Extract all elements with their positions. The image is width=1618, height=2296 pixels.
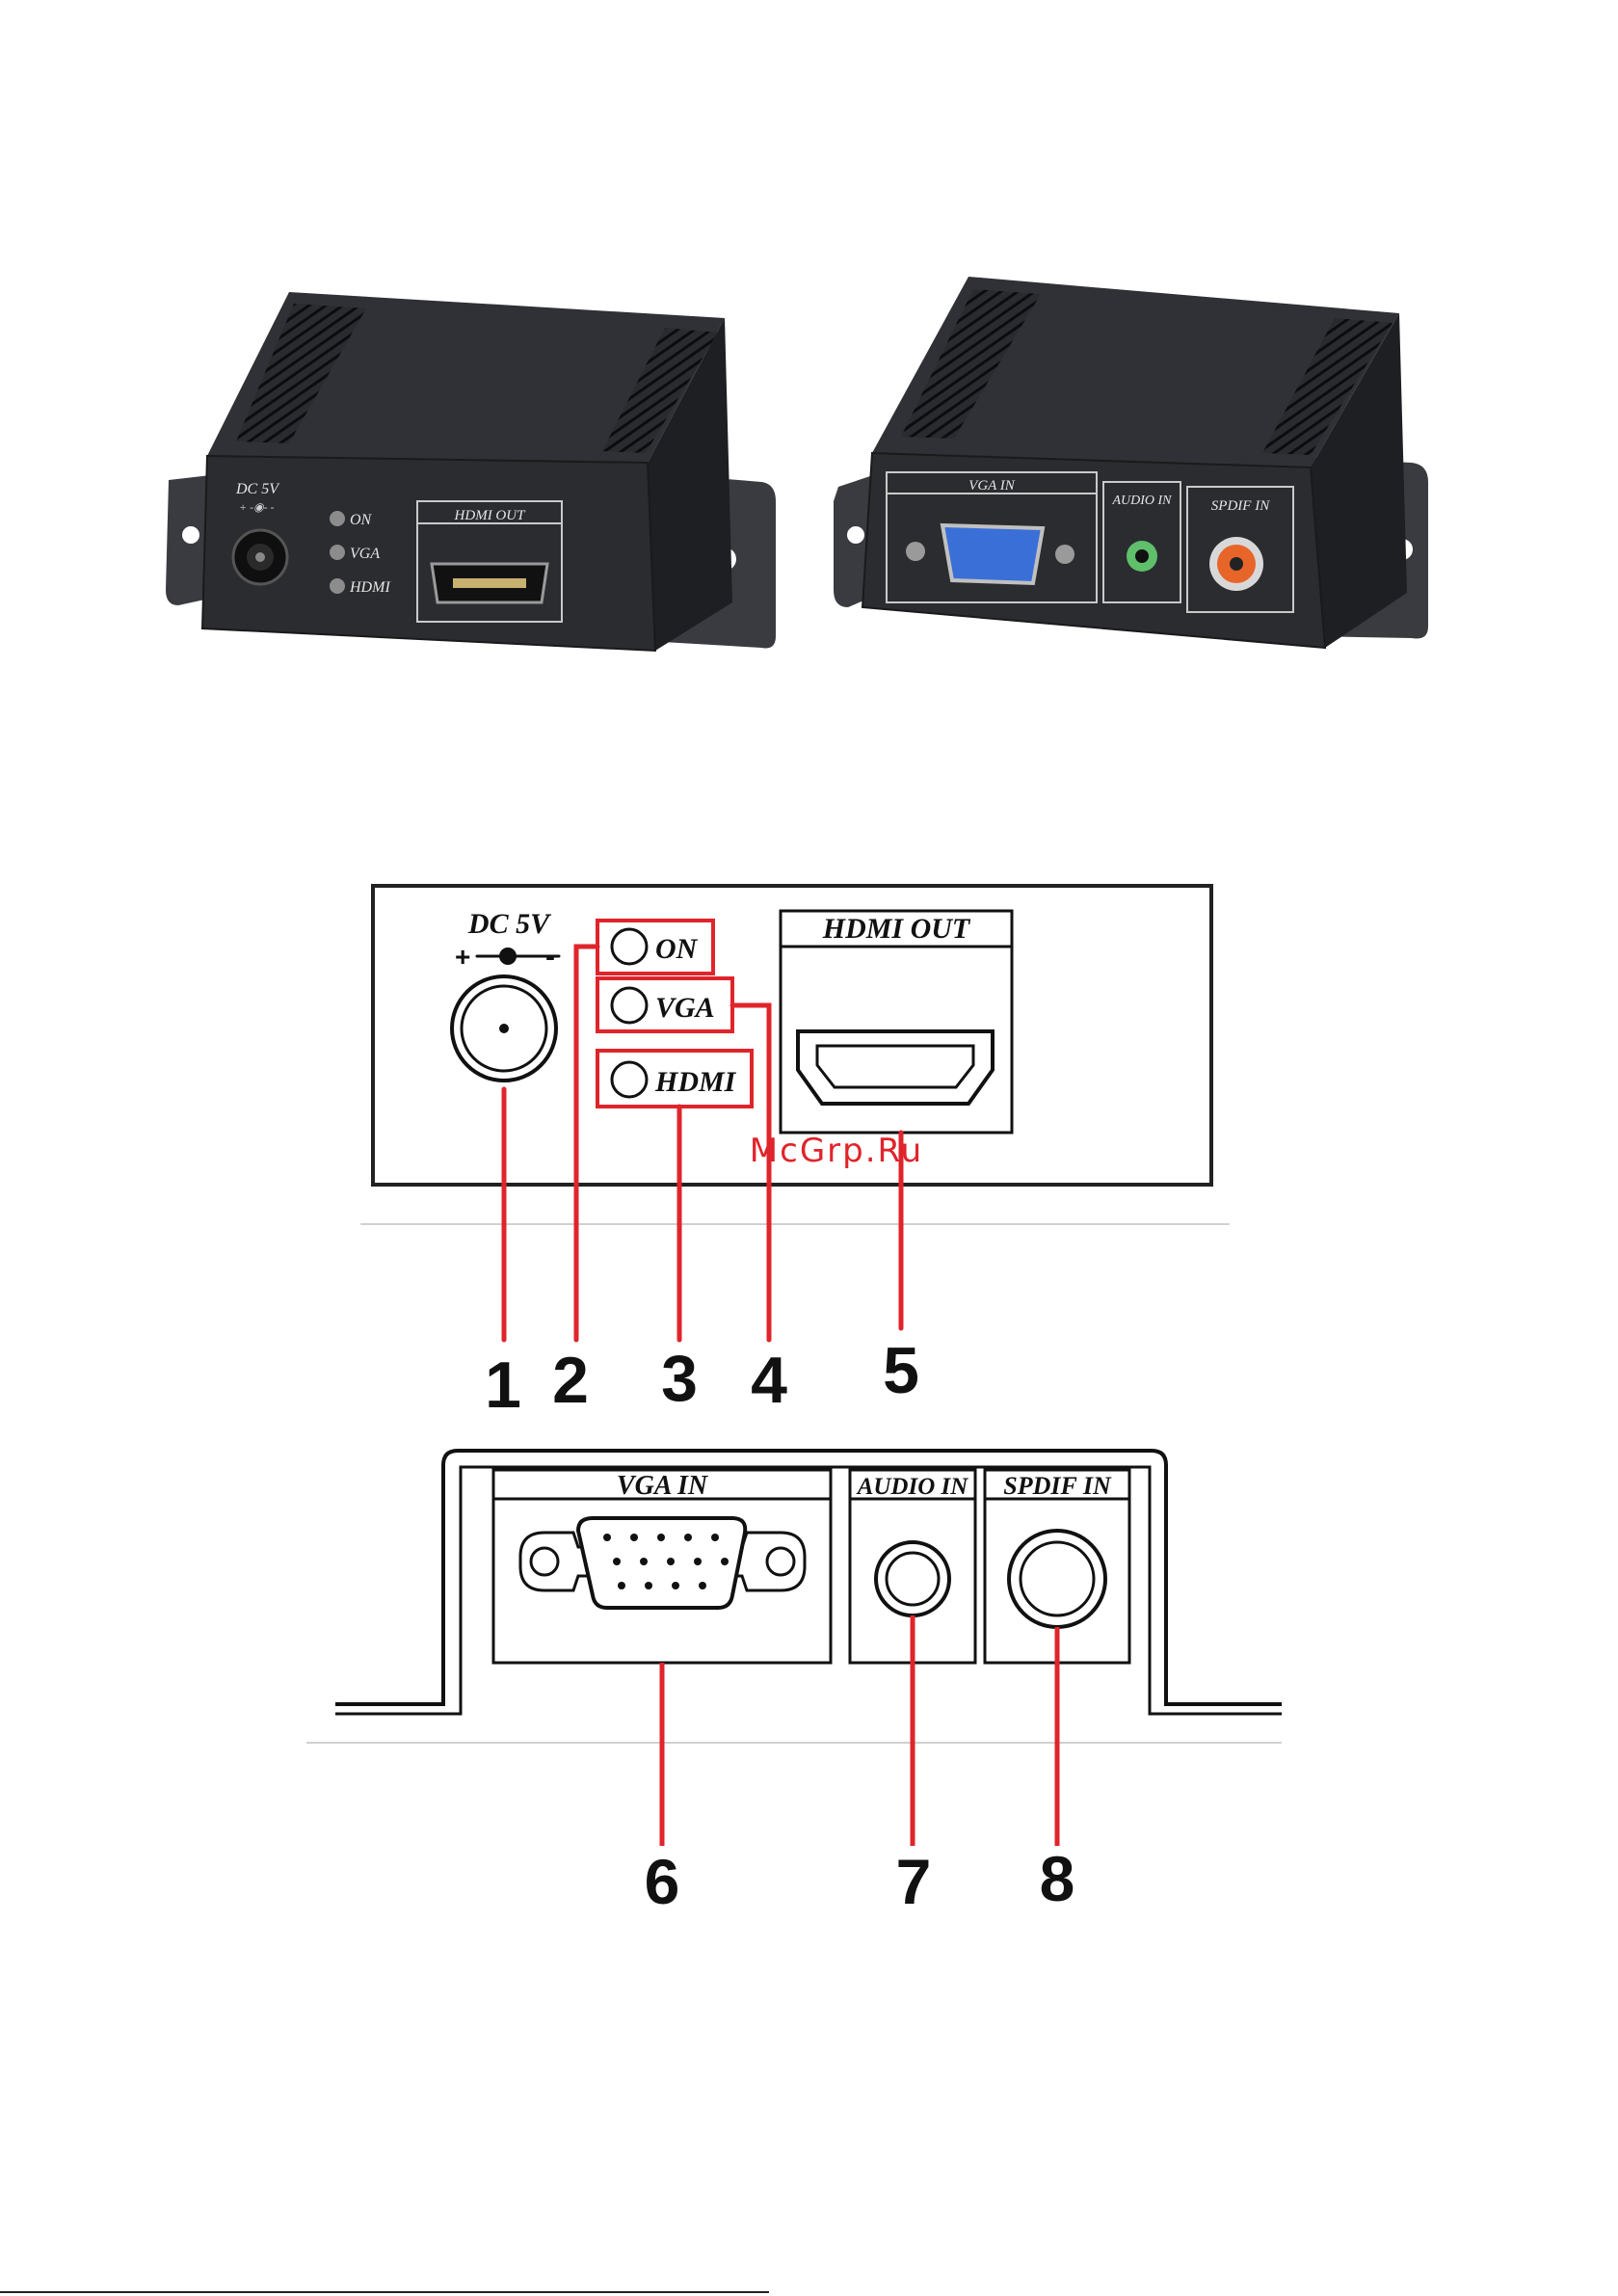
diagram-audio-jack-inner bbox=[887, 1553, 939, 1605]
callout-number-7: 7 bbox=[896, 1846, 932, 1917]
callout-number-2: 2 bbox=[552, 1344, 589, 1417]
diagram-hdmi-out-label: HDMI OUT bbox=[822, 913, 971, 945]
diagram-vga-screw-right bbox=[767, 1548, 794, 1575]
diagram-led-vga bbox=[612, 988, 647, 1023]
callout-number-4: 4 bbox=[751, 1344, 787, 1417]
diagram-led-on bbox=[612, 929, 647, 964]
photo-vga-in-label: VGA IN bbox=[968, 478, 1016, 494]
photo-led-hdmi-label: HDMI bbox=[349, 579, 390, 596]
photo-spdif-in-label: SPDIF IN bbox=[1211, 498, 1270, 514]
back-panel-outline-inner bbox=[335, 1467, 1282, 1714]
back-left-flange-hole bbox=[847, 526, 864, 544]
diagram-spdif-jack-outer bbox=[1009, 1531, 1105, 1627]
diagram-spdif-in-label: SPDIF IN bbox=[1003, 1472, 1112, 1500]
photo-spdif-rca-pin bbox=[1230, 557, 1243, 571]
photo-led-vga-label: VGA bbox=[350, 546, 380, 562]
diagram-led-on-label: ON bbox=[655, 933, 699, 965]
callout-line-2 bbox=[576, 947, 597, 1340]
diagram-vga-in-label: VGA IN bbox=[617, 1471, 709, 1501]
diagram-led-vga-label: VGA bbox=[655, 992, 715, 1024]
back-unit-photo: VGA IN AUDIO IN SPDIF IN bbox=[834, 277, 1428, 648]
photo-led-on bbox=[330, 511, 345, 526]
callout-number-8: 8 bbox=[1040, 1843, 1075, 1914]
diagram-audio-in-label: AUDIO IN bbox=[856, 1474, 969, 1500]
diagram-polarity-minus: - bbox=[545, 941, 555, 973]
photo-led-on-label: ON bbox=[350, 512, 373, 528]
diagram-spdif-jack-inner bbox=[1021, 1542, 1094, 1615]
diagram-dc-label: DC 5V bbox=[467, 908, 552, 940]
callout-number-6: 6 bbox=[645, 1846, 680, 1917]
photo-dc-jack-pin bbox=[255, 552, 265, 562]
photo-polarity-symbol: + -◉- - bbox=[239, 500, 275, 514]
photo-hdmi-out-label: HDMI OUT bbox=[454, 508, 527, 523]
callout-number-5: 5 bbox=[883, 1334, 919, 1407]
diagram-led-hdmi bbox=[612, 1062, 647, 1097]
photo-audio-in-label: AUDIO IN bbox=[1111, 494, 1172, 508]
diagram-hdmi-port-outer bbox=[798, 1031, 993, 1104]
watermark: McGrp.Ru bbox=[750, 1132, 923, 1170]
callout-number-3: 3 bbox=[661, 1342, 698, 1415]
diagram-hdmi-port-inner bbox=[817, 1046, 973, 1087]
photo-vga-screw-left bbox=[906, 542, 925, 561]
photo-audio-jack-hole bbox=[1135, 549, 1149, 563]
photo-hdmi-contacts bbox=[453, 578, 526, 588]
callout-number-1: 1 bbox=[485, 1348, 521, 1422]
front-left-flange-hole bbox=[182, 526, 199, 544]
front-unit-photo: DC 5V + -◉- - ON VGA HDMI HDMI OUT bbox=[166, 292, 776, 651]
diagram-polarity-plus: + bbox=[455, 942, 470, 972]
diagram-dc-jack-pin bbox=[499, 1024, 509, 1033]
photo-vga-screw-right bbox=[1055, 545, 1074, 564]
photo-led-hdmi bbox=[330, 578, 345, 594]
back-panel-diagram: VGA IN AUDIO IN SPDIF IN 6 7 8 bbox=[306, 1451, 1282, 1917]
photo-vga-port bbox=[942, 525, 1043, 583]
photo-dc-label: DC 5V bbox=[235, 481, 280, 497]
photo-led-vga bbox=[330, 545, 345, 560]
diagram-vga-screw-left bbox=[531, 1548, 558, 1575]
diagram-led-hdmi-label: HDMI bbox=[654, 1066, 737, 1098]
diagram-polarity-dot bbox=[499, 948, 517, 965]
diagram-vga-port bbox=[578, 1518, 745, 1608]
back-panel-outline-outer bbox=[335, 1451, 1282, 1704]
